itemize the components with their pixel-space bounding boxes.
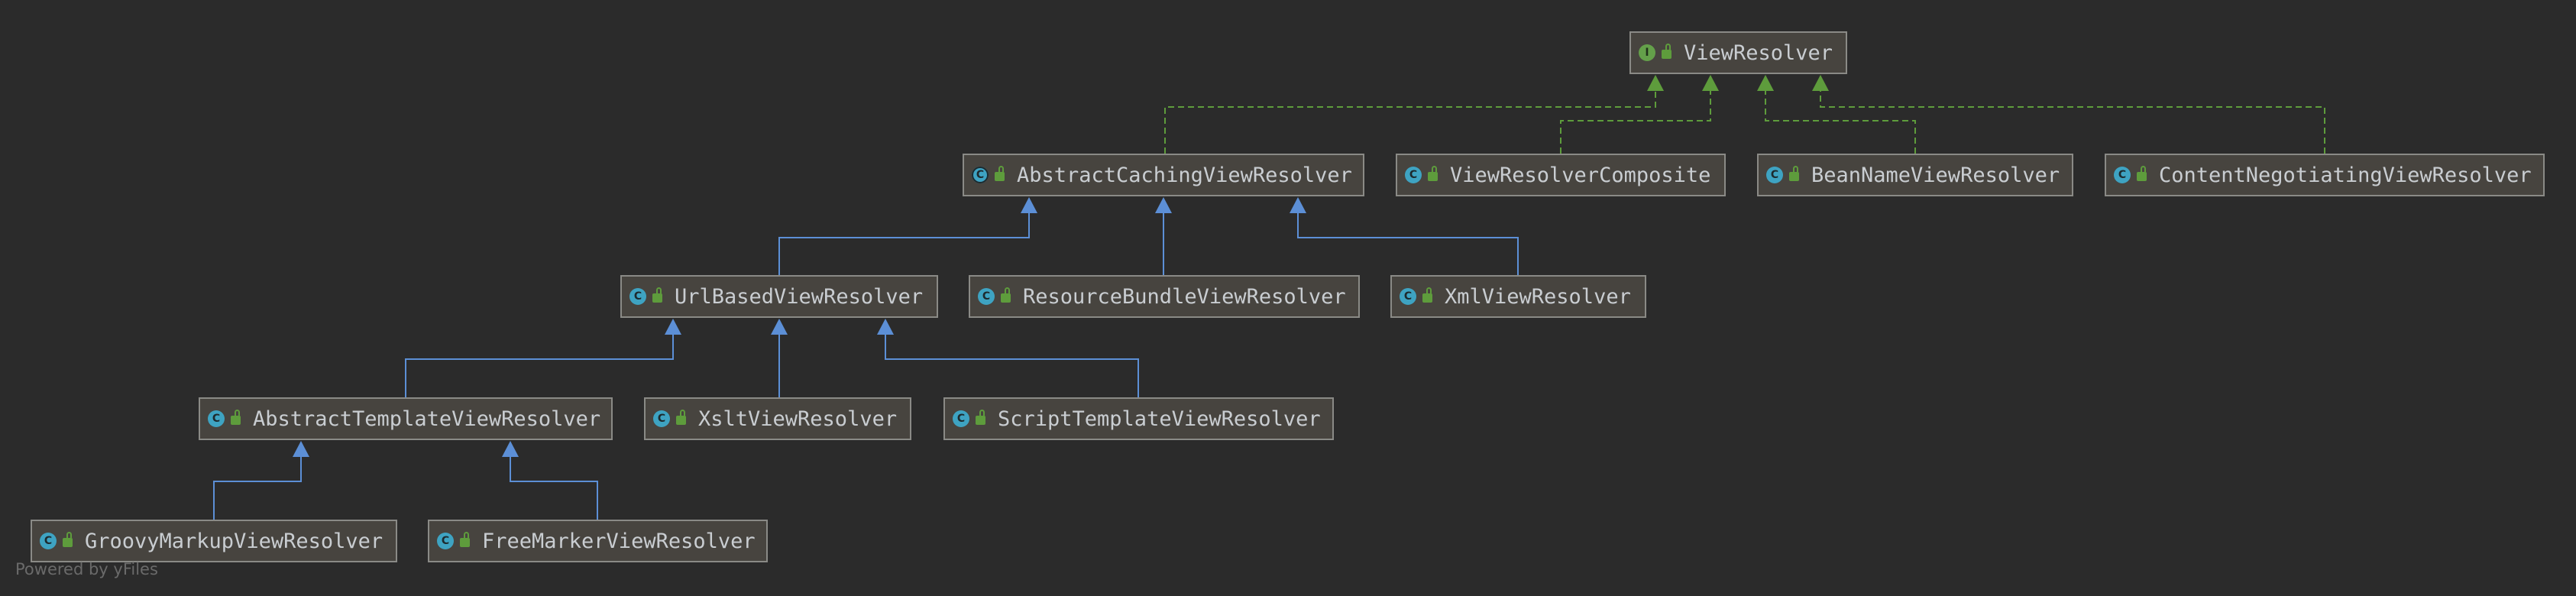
node-label: AbstractCachingViewResolver xyxy=(1017,163,1352,187)
public-lock-icon xyxy=(676,410,686,425)
edge-xml-to-abstractcaching xyxy=(1297,213,1519,275)
node-label: UrlBasedViewResolver xyxy=(675,284,924,309)
node-label: FreeMarkerViewResolver xyxy=(482,529,756,553)
class-icon: C xyxy=(1766,167,1783,183)
node-urlbased[interactable]: C UrlBasedViewResolver xyxy=(620,275,938,318)
public-lock-icon xyxy=(1428,166,1438,181)
class-icon: C xyxy=(629,288,646,305)
node-xslt[interactable]: C XsltViewResolver xyxy=(644,397,911,440)
arrowhead-urlbased-to-abstractcaching xyxy=(1021,197,1037,213)
arrowhead-contentneg-to-viewresolver xyxy=(1812,75,1829,91)
edge-beanname-to-viewresolver xyxy=(1765,91,1916,154)
arrowhead-resourcebundle-to-abstractcaching xyxy=(1155,197,1172,213)
edge-abstracttemplate-to-urlbased xyxy=(405,335,674,397)
class-icon: C xyxy=(653,410,670,427)
node-label: XsltViewResolver xyxy=(698,407,898,431)
edge-abstractcaching-to-viewresolver xyxy=(1164,91,1656,154)
arrowhead-composite-to-viewresolver xyxy=(1702,75,1719,91)
node-label: ViewResolver xyxy=(1684,40,1833,65)
arrowhead-groovy-to-abstracttemplate xyxy=(293,441,309,457)
class-icon: C xyxy=(1405,167,1422,183)
arrowhead-beanname-to-viewresolver xyxy=(1757,75,1774,91)
node-contentneg[interactable]: C ContentNegotiatingViewResolver xyxy=(2105,154,2545,196)
arrowhead-abstractcaching-to-viewresolver xyxy=(1647,75,1664,91)
class-icon: C xyxy=(208,410,225,427)
node-label: AbstractTemplateViewResolver xyxy=(253,407,601,431)
class-icon: C xyxy=(2114,167,2131,183)
node-abstracttemplate[interactable]: C AbstractTemplateViewResolver xyxy=(199,397,613,440)
node-label: ViewResolverComposite xyxy=(1450,163,1711,187)
public-lock-icon xyxy=(652,287,662,303)
node-label: GroovyMarkupViewResolver xyxy=(85,529,383,553)
public-lock-icon xyxy=(63,532,73,547)
powered-by-footer: Powered by yFiles xyxy=(15,560,158,578)
public-lock-icon xyxy=(460,532,470,547)
node-xml[interactable]: C XmlViewResolver xyxy=(1390,275,1646,318)
public-lock-icon xyxy=(995,166,1005,181)
edge-groovy-to-abstracttemplate xyxy=(213,457,302,520)
class-icon: C xyxy=(437,533,454,549)
node-scripttemplate[interactable]: C ScriptTemplateViewResolver xyxy=(943,397,1334,440)
node-resourcebundle[interactable]: C ResourceBundleViewResolver xyxy=(969,275,1360,318)
arrowhead-abstracttemplate-to-urlbased xyxy=(665,319,681,335)
class-icon: C xyxy=(40,533,57,549)
arrowhead-xslt-to-urlbased xyxy=(771,319,788,335)
edge-urlbased-to-abstractcaching xyxy=(778,213,1030,275)
public-lock-icon xyxy=(1422,287,1432,303)
public-lock-icon xyxy=(2137,166,2147,181)
arrowhead-scripttemplate-to-urlbased xyxy=(877,319,894,335)
node-label: ResourceBundleViewResolver xyxy=(1023,284,1346,309)
node-beanname[interactable]: C BeanNameViewResolver xyxy=(1757,154,2073,196)
abstract-class-icon: C xyxy=(972,167,989,183)
node-groovy[interactable]: C GroovyMarkupViewResolver xyxy=(31,520,397,562)
node-composite[interactable]: C ViewResolverComposite xyxy=(1396,154,1726,196)
public-lock-icon xyxy=(976,410,985,425)
public-lock-icon xyxy=(231,410,241,425)
node-abstractcaching[interactable]: C AbstractCachingViewResolver xyxy=(963,154,1364,196)
node-viewresolver[interactable]: I ViewResolver xyxy=(1629,31,1847,74)
arrowhead-freemarker-to-abstracttemplate xyxy=(502,441,519,457)
class-icon: C xyxy=(953,410,969,427)
class-icon: C xyxy=(1400,288,1416,305)
public-lock-icon xyxy=(1789,166,1799,181)
edge-composite-to-viewresolver xyxy=(1560,91,1711,154)
node-freemarker[interactable]: C FreeMarkerViewResolver xyxy=(428,520,768,562)
class-icon: C xyxy=(978,288,995,305)
edge-scripttemplate-to-urlbased xyxy=(885,335,1139,397)
public-lock-icon xyxy=(1662,44,1671,59)
edge-freemarker-to-abstracttemplate xyxy=(510,457,598,520)
node-label: ScriptTemplateViewResolver xyxy=(998,407,1321,431)
node-label: BeanNameViewResolver xyxy=(1811,163,2060,187)
node-label: XmlViewResolver xyxy=(1445,284,1631,309)
edge-contentneg-to-viewresolver xyxy=(1820,91,2325,154)
arrowhead-xml-to-abstractcaching xyxy=(1290,197,1306,213)
interface-icon: I xyxy=(1639,44,1655,61)
node-label: ContentNegotiatingViewResolver xyxy=(2159,163,2532,187)
public-lock-icon xyxy=(1001,287,1011,303)
